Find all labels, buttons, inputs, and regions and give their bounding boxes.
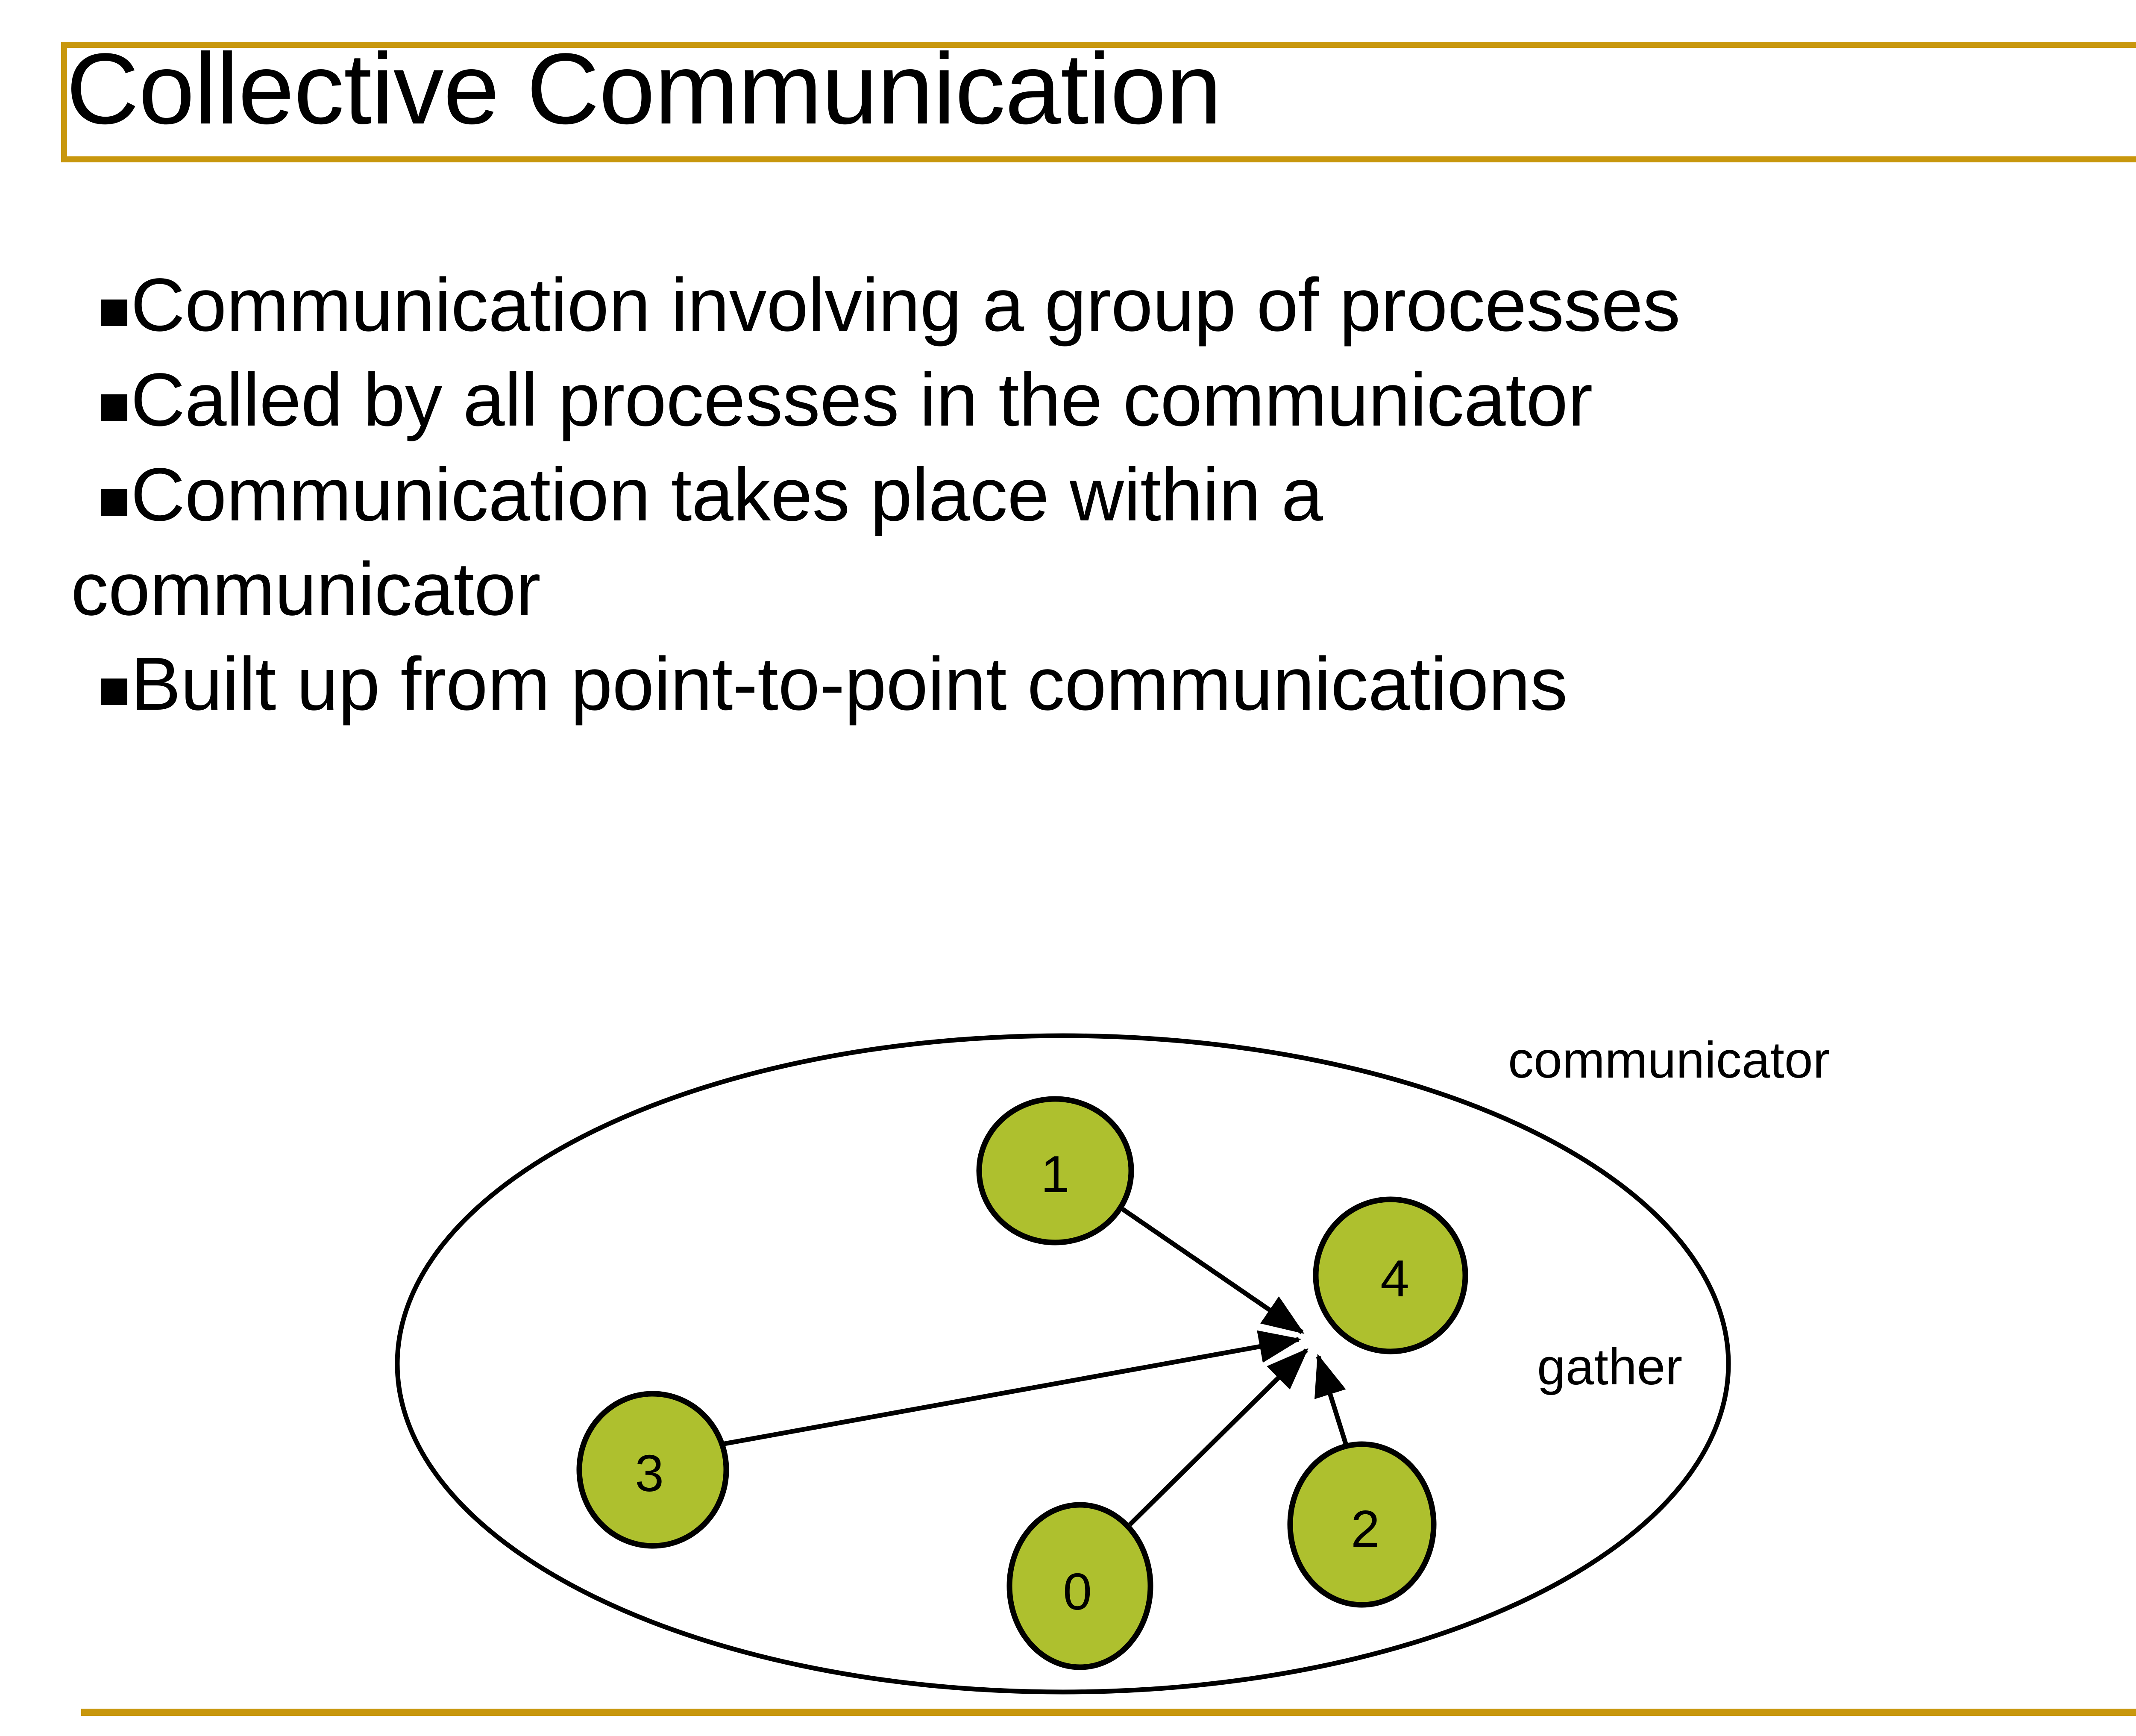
square-bullet-icon bbox=[101, 679, 127, 705]
list-item-label: Built up from point-to-point communicati… bbox=[131, 642, 1568, 726]
bullet-list: Communication involving a group of proce… bbox=[71, 258, 2136, 732]
edge-0-to-4 bbox=[1128, 1348, 1309, 1526]
square-bullet-icon bbox=[101, 300, 127, 326]
list-item: Built up from point-to-point communicati… bbox=[101, 637, 2136, 732]
process-node-label: 4 bbox=[1380, 1249, 1409, 1307]
gather-label: gather bbox=[1537, 1338, 1682, 1395]
process-node-label: 2 bbox=[1351, 1500, 1380, 1558]
process-node-label: 0 bbox=[1063, 1563, 1092, 1621]
process-node-1[interactable]: 1 bbox=[976, 1096, 1134, 1245]
process-node-3[interactable]: 3 bbox=[576, 1391, 729, 1549]
process-node-2[interactable]: 2 bbox=[1287, 1441, 1437, 1608]
edge-1-to-4 bbox=[1121, 1207, 1305, 1334]
square-bullet-icon bbox=[101, 394, 127, 421]
process-node-shape bbox=[976, 1096, 1134, 1245]
list-item: Communication takes place within a bbox=[101, 448, 2136, 543]
communicator-boundary-ellipse bbox=[395, 1033, 1731, 1695]
list-item-label: Called by all processes in the communica… bbox=[131, 358, 1593, 442]
square-bullet-icon bbox=[101, 489, 127, 516]
process-node-shape bbox=[1313, 1196, 1468, 1354]
process-node-label: 3 bbox=[635, 1444, 664, 1502]
title-box bbox=[61, 42, 2136, 162]
process-node-shape bbox=[576, 1391, 729, 1549]
list-item: Communication involving a group of proce… bbox=[101, 258, 2136, 353]
process-node-shape bbox=[1287, 1441, 1437, 1608]
process-node-label: 1 bbox=[1041, 1145, 1070, 1203]
list-item: Called by all processes in the communica… bbox=[101, 353, 2136, 448]
page-title: Collective Communication bbox=[66, 32, 1222, 145]
list-item-continuation: communicator bbox=[71, 547, 541, 632]
process-node-4[interactable]: 4 bbox=[1313, 1196, 1468, 1354]
edge-3-to-4 bbox=[722, 1330, 1302, 1447]
process-node-0[interactable]: 0 bbox=[1006, 1502, 1153, 1670]
edge-2-to-4 bbox=[1314, 1354, 1349, 1447]
communicator-label: communicator bbox=[1508, 1031, 1830, 1089]
footer-rule bbox=[81, 1709, 2136, 1716]
list-item-label: Communication takes place within a bbox=[131, 452, 1323, 537]
process-node-shape bbox=[1006, 1502, 1153, 1670]
list-item-label: Communication involving a group of proce… bbox=[131, 263, 1681, 347]
